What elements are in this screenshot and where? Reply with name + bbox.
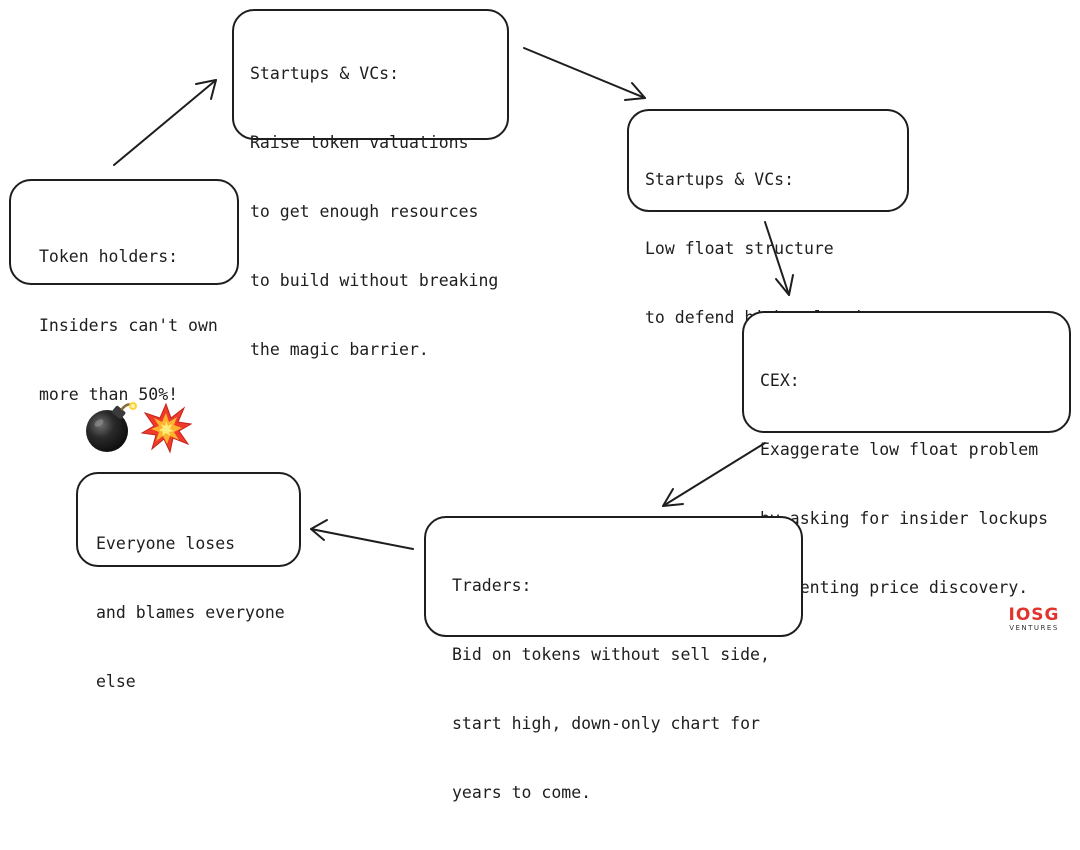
- node-line: by asking for insider lockups: [760, 509, 1049, 528]
- node-line: to build without breaking: [250, 271, 499, 290]
- node-line: Startups & VCs:: [645, 170, 795, 189]
- iosg-ventures-logo: IOSG VENTURES: [1004, 606, 1064, 636]
- node-line: preventing price discovery.: [760, 578, 1029, 597]
- node-line: Startups & VCs:: [250, 64, 400, 83]
- node-line: Raise token valuations: [250, 133, 469, 152]
- node-line: years to come.: [452, 783, 592, 802]
- cycle-diagram: Startups & VCs: Raise token valuations t…: [9, 9, 1071, 802]
- edge-n4-n5: [310, 519, 414, 550]
- node-line: Insiders can't own: [39, 316, 218, 335]
- node-token-holders: Token holders: Insiders can't own more t…: [9, 179, 239, 404]
- node-traders: Traders: Bid on tokens without sell side…: [424, 516, 803, 802]
- node-line: Bid on tokens without sell side,: [452, 645, 770, 664]
- node-line: more than 50%!: [39, 385, 179, 404]
- node-startups-vcs-raise: Startups & VCs: Raise token valuations t…: [232, 9, 509, 359]
- node-line: Traders:: [452, 576, 532, 595]
- explosion-icon: [140, 402, 192, 454]
- node-line: CEX:: [760, 371, 800, 390]
- logo-subtext: VENTURES: [1009, 624, 1059, 632]
- node-startups-vcs-low-float: Startups & VCs: Low float structure to d…: [627, 109, 909, 327]
- node-everyone-loses: Everyone loses and blames everyone else: [76, 472, 301, 691]
- node-line: and blames everyone: [96, 603, 285, 622]
- node-cex: CEX: Exaggerate low float problem by ask…: [742, 311, 1071, 597]
- node-line: Exaggerate low float problem: [760, 440, 1039, 459]
- edge-n6-n1: [113, 79, 217, 166]
- edge-n3-n4: [662, 442, 766, 507]
- node-line: Low float structure: [645, 239, 834, 258]
- node-line: start high, down-only chart for: [452, 714, 760, 733]
- bomb-icon: [86, 402, 137, 452]
- node-line: else: [96, 672, 136, 691]
- edge-n1-n2: [523, 47, 646, 101]
- node-line: Everyone loses: [96, 534, 236, 553]
- node-line: the magic barrier.: [250, 340, 429, 359]
- node-line: to get enough resources: [250, 202, 479, 221]
- logo-mark: IOSG: [1008, 605, 1060, 625]
- node-line: Token holders:: [39, 247, 179, 266]
